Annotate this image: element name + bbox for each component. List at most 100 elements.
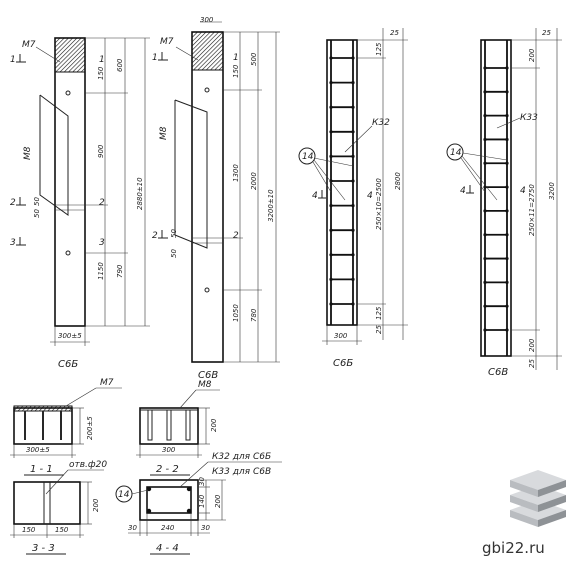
dim-total: 2800: [394, 172, 402, 190]
dim-150-right: 150: [55, 526, 69, 534]
cage-outline: [326, 39, 358, 326]
dim-600: 600: [116, 58, 124, 72]
rebar-node: [329, 277, 333, 281]
dim-width: 300±5: [58, 332, 82, 340]
dim-125-bottom: 125: [375, 306, 383, 320]
watermark-text: gbi22.ru: [482, 539, 545, 557]
rebar-node: [505, 66, 509, 70]
dim-height: 200±5: [86, 416, 94, 440]
rebar-node: [329, 105, 333, 109]
logo-stack-icon: [510, 470, 566, 527]
section-mark-1-right: 1: [233, 53, 239, 63]
rebar-node: [351, 253, 355, 257]
dim-30-right: 30: [201, 524, 210, 532]
elevation-c6v: М7 М8 1 2 1 2 50 50 300 150 500 1300 200…: [152, 16, 280, 381]
label-m7: М7: [100, 378, 114, 388]
dim-width: 300±5: [26, 446, 50, 454]
caption-c6b-cage: С6Б: [333, 358, 353, 369]
callout-14-text: 14: [450, 148, 462, 158]
section-2-2: М8 200 300 2 - 2: [136, 380, 220, 476]
dim-900: 900: [97, 144, 105, 158]
embedded-plate-m7: [54, 37, 86, 73]
section-outline: [139, 407, 199, 445]
rebar-node: [329, 204, 333, 208]
rebar-node: [505, 304, 509, 308]
label-m7: М7: [22, 40, 36, 50]
rebar-node: [483, 256, 487, 261]
section-2-2-title: 2 - 2: [156, 464, 179, 475]
dim-790: 790: [116, 264, 124, 278]
section-mark-4: 4: [460, 186, 466, 196]
dim-25-top: 25: [390, 29, 399, 37]
rebar-node: [483, 161, 487, 165]
rebar-node: [329, 179, 333, 183]
lifting-hole: [204, 87, 210, 93]
dim-total: 3200±10: [267, 189, 275, 222]
label-m8: М8: [159, 126, 169, 140]
dim-500: 500: [250, 52, 258, 66]
rebar-node: [483, 233, 487, 237]
dim-25-bottom: 25: [528, 359, 536, 368]
rebar-node: [351, 130, 355, 134]
section-mark-3: 3: [10, 238, 16, 248]
rebar-node: [329, 302, 333, 306]
rebar-cage-c6v: 14 К33 4 4 25 200 250×11=2750 3200 200 2…: [446, 28, 562, 378]
callout-14: [298, 147, 316, 165]
dim-50b: 50: [170, 249, 178, 258]
dim-150: 150: [232, 64, 240, 78]
section-outline: [139, 479, 199, 521]
elevation-c6b: М7 М8 1 2 3 1 2 3 50 50 150 600 900 1150…: [10, 37, 150, 370]
dim-150: 150: [97, 66, 105, 80]
rebar-node: [351, 277, 355, 281]
section-outline: [13, 481, 81, 525]
caption-c6b-elevation: С6Б: [58, 359, 78, 370]
lifting-hole: [65, 250, 71, 256]
label-m8: М8: [23, 146, 33, 160]
dim-50b: 50: [33, 209, 41, 218]
dim-width: 300: [334, 332, 348, 340]
column-outline: [54, 37, 86, 327]
rebar-node: [505, 185, 509, 189]
rebar-node: [505, 256, 509, 261]
rebar-node: [483, 114, 487, 118]
label-hole: отв.ф20: [69, 460, 107, 470]
rebar-node: [483, 328, 487, 332]
dim-50a: 50: [33, 197, 41, 206]
section-mark-4: 4: [312, 191, 318, 201]
dim-150-left: 150: [22, 526, 36, 534]
section-mark-2: 2: [10, 198, 16, 208]
rebar-node: [351, 154, 355, 158]
rebar-node: [483, 280, 487, 284]
rebar-cage-c6b: 14 К32 4 4 25 125 250×10=2500 2800 125 2…: [298, 28, 408, 369]
dim-200-top: 200: [528, 48, 536, 62]
rebar-node: [329, 81, 333, 85]
dim-200-bottom: 200: [528, 338, 536, 352]
rebar-node: [505, 137, 509, 142]
rebar-node: [351, 228, 355, 232]
rebar-node: [329, 228, 333, 232]
section-mark-4-right: 4: [520, 186, 526, 196]
section-mark-4-right: 4: [367, 191, 373, 201]
dim-30-left: 30: [128, 524, 137, 532]
stirrups: [329, 56, 355, 306]
cage-outline: [480, 39, 512, 357]
dim-height: 200: [210, 418, 218, 432]
section-mark-1: 1: [10, 55, 16, 65]
dim-top: 300: [200, 16, 214, 24]
section-3-3: отв.ф20 200 150 150 3 - 3: [10, 460, 107, 555]
section-mark-2-right: 2: [99, 198, 105, 208]
rebar-node: [483, 66, 487, 70]
rebar-node: [351, 81, 355, 85]
dim-1150: 1150: [97, 262, 105, 280]
dim-200: 200: [214, 494, 222, 508]
label-k33: К33: [520, 113, 538, 123]
rebar-node: [505, 280, 509, 284]
stirrup-outline: [146, 486, 192, 514]
dim-25-bottom: 25: [375, 325, 383, 334]
rebar-node: [329, 154, 333, 158]
label-m8: М8: [198, 380, 212, 390]
rebar-node: [351, 56, 355, 60]
embedded-plate-m8: [174, 99, 208, 249]
rebar-node: [505, 233, 509, 237]
